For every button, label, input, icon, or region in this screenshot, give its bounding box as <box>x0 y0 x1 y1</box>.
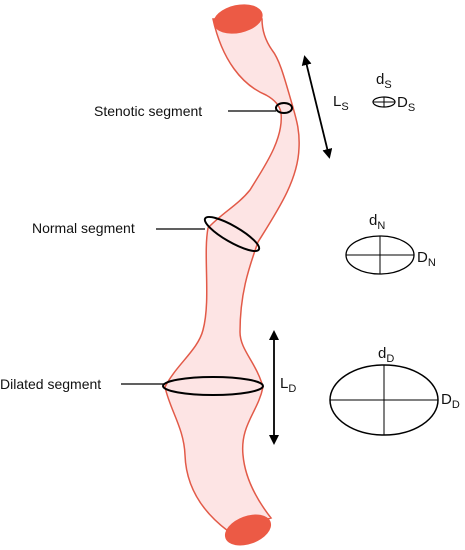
normal-cross-section-detail: dN DN <box>345 212 436 275</box>
stenotic-cross-section-detail: dS DS <box>372 71 415 114</box>
dilated-small-diameter-label: dD <box>378 345 394 365</box>
dilated-segment-label: Dilated segment <box>0 376 101 392</box>
dilated-large-diameter-label: DD <box>441 391 460 411</box>
dilated-cross-section <box>162 376 264 396</box>
normal-large-diameter-label: DN <box>417 249 436 269</box>
dilated-length-label: LD <box>280 375 296 395</box>
stenotic-large-diameter-label: DS <box>397 94 415 114</box>
normal-segment-label: Normal segment <box>32 220 135 236</box>
vessel-body <box>164 18 300 532</box>
stenotic-small-diameter-label: dS <box>376 71 392 91</box>
dilated-cross-section-detail: dD DD <box>329 345 460 436</box>
vessel-bottom-end <box>224 514 272 546</box>
normal-cross-section <box>203 216 261 252</box>
stenotic-segment-label: Stenotic segment <box>94 103 202 119</box>
stenotic-cross-section <box>275 102 293 114</box>
stenotic-length-label: LS <box>333 93 349 113</box>
stenotic-length-arrow <box>301 55 333 159</box>
vessel-top-end <box>213 4 263 34</box>
normal-small-diameter-label: dN <box>369 212 385 232</box>
